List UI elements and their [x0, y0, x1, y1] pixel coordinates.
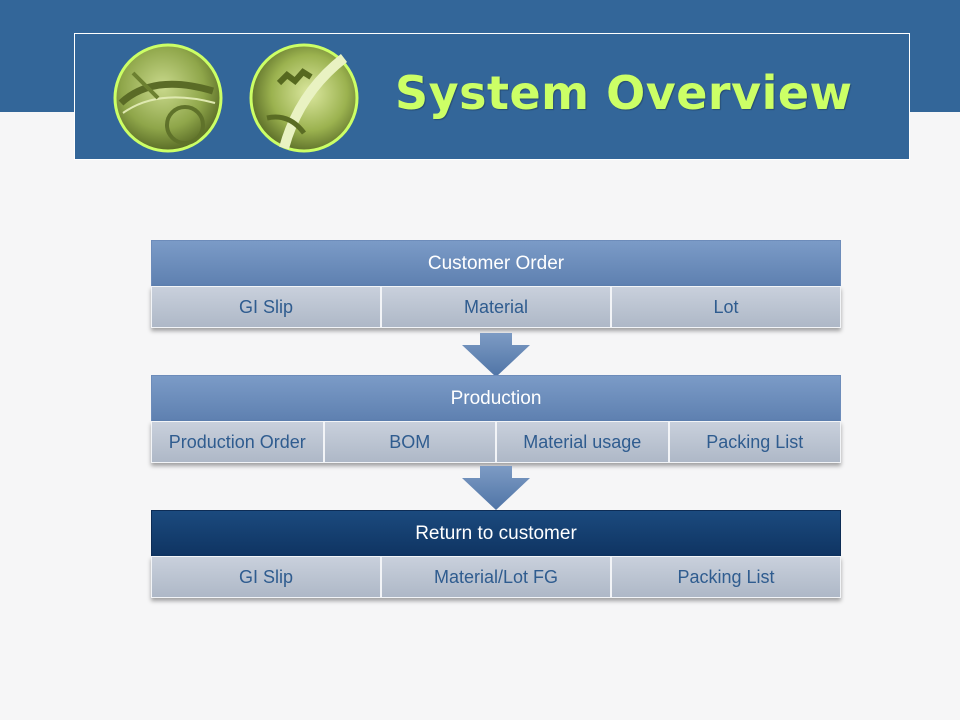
cell: Material — [381, 286, 611, 328]
section-cells: Production Order BOM Material usage Pack… — [151, 421, 841, 463]
cell: Material usage — [496, 421, 669, 463]
cell: Packing List — [611, 556, 841, 598]
section-cells: GI Slip Material/Lot FG Packing List — [151, 556, 841, 598]
section-return-to-customer: Return to customer GI Slip Material/Lot … — [151, 510, 841, 598]
down-arrow-icon — [462, 333, 530, 377]
cell: Material/Lot FG — [381, 556, 611, 598]
gear-photo-icon — [113, 43, 223, 153]
section-production: Production Production Order BOM Material… — [151, 375, 841, 463]
section-header: Customer Order — [151, 240, 841, 286]
cell: BOM — [323, 421, 496, 463]
cell: GI Slip — [151, 286, 381, 328]
cell: Packing List — [668, 421, 841, 463]
page-title: System Overview — [395, 66, 853, 120]
section-header: Production — [151, 375, 841, 421]
section-customer-order: Customer Order GI Slip Material Lot — [151, 240, 841, 328]
header-panel: System Overview — [74, 33, 910, 160]
section-cells: GI Slip Material Lot — [151, 286, 841, 328]
section-header: Return to customer — [151, 510, 841, 556]
cell: Lot — [611, 286, 841, 328]
gear-photo-icon — [249, 43, 359, 153]
down-arrow-icon — [462, 466, 530, 510]
cell: Production Order — [151, 421, 324, 463]
cell: GI Slip — [151, 556, 381, 598]
